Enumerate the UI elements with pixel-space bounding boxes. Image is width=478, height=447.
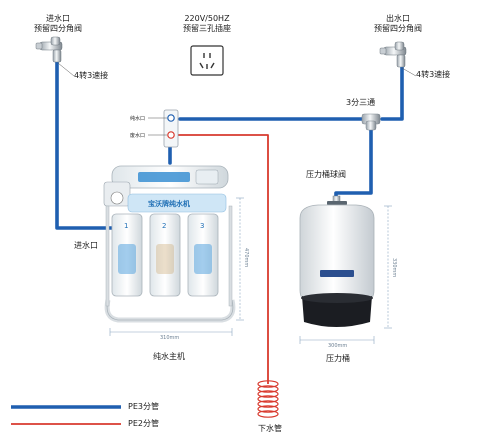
outlet-angle-valve-icon — [379, 41, 417, 77]
tank-height-dimension: 330mm — [391, 258, 397, 278]
outlet-adapter-label: 4转3速接 — [416, 70, 451, 79]
filter-number-3: 3 — [200, 222, 205, 230]
drain-coil — [257, 380, 279, 418]
inlet-angle-valve-icon — [35, 36, 75, 77]
drain-label: 下水管 — [258, 424, 282, 433]
power-label-2: 预留三孔插座 — [183, 24, 231, 33]
pe2-pipe — [177, 134, 269, 384]
tee-label: 3分三通 — [346, 98, 376, 107]
port-panel — [148, 109, 179, 148]
brand-text: 宝沃牌纯水机 — [148, 200, 190, 208]
filter-number-1: 1 — [124, 222, 129, 230]
legend-pe3-label: PE3分管 — [128, 402, 159, 411]
ro-main-unit — [103, 165, 236, 323]
tank-valve-label: 压力桶球阀 — [306, 170, 346, 179]
legend-pe2-label: PE2分管 — [128, 419, 159, 428]
three-pin-socket-icon — [190, 45, 224, 76]
outlet-valve-label-2: 预留四分角阀 — [374, 24, 422, 33]
filter-number-2: 2 — [162, 222, 167, 230]
tank-width-dimension: 300mm — [328, 343, 348, 349]
dimension-lines — [109, 197, 392, 344]
tee-fitting — [361, 113, 381, 131]
unit-width-dimension: 310mm — [160, 335, 180, 341]
unit-height-dimension: 470mm — [243, 248, 249, 268]
tank-label: 压力桶 — [326, 354, 350, 363]
main-unit-label: 纯水主机 — [153, 352, 185, 361]
pure-water-port-label: 纯水口 — [130, 116, 146, 122]
outlet-valve-label-1: 出水口 — [386, 14, 410, 23]
inlet-valve-label-1: 进水口 — [46, 14, 70, 23]
inlet-valve-label-2: 预留四分角阀 — [34, 24, 82, 33]
pressure-tank — [299, 195, 375, 327]
waste-water-port-label: 废水口 — [130, 133, 146, 139]
power-label-1: 220V/50HZ — [184, 14, 230, 23]
inlet-port-label: 进水口 — [74, 241, 98, 250]
inlet-adapter-label: 4转3速接 — [74, 71, 109, 80]
